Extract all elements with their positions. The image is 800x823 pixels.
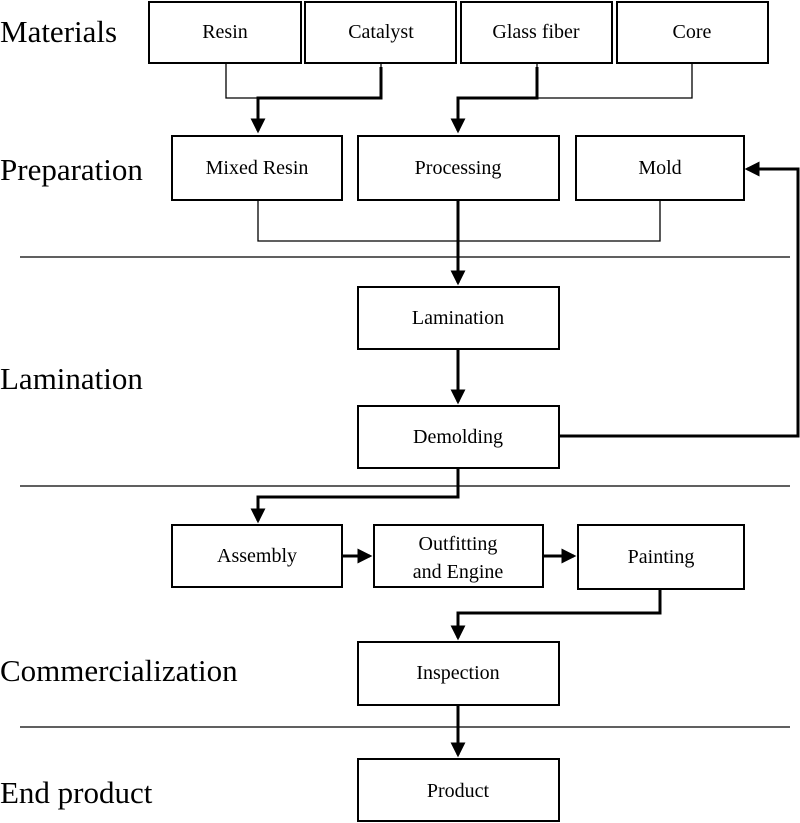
stage-label-preparation: Preparation <box>0 152 143 187</box>
connector-resin-catalyst <box>225 63 382 99</box>
box-outfitting-and-engine: Outfitting and Engine <box>373 524 544 588</box>
box-catalyst: Catalyst <box>304 1 457 64</box>
box-mixed-resin: Mixed Resin <box>171 135 343 201</box>
box-assembly: Assembly <box>171 524 343 588</box>
box-inspection-label: Inspection <box>416 662 499 684</box>
box-demolding: Demolding <box>357 405 560 469</box>
arrow-to-processing <box>450 67 539 134</box>
box-glass-fiber: Glass fiber <box>460 1 613 64</box>
arrow-to-inspection <box>450 589 662 641</box>
box-lamination: Lamination <box>357 286 560 350</box>
arrow-to-mixed-resin <box>250 67 383 134</box>
box-inspection: Inspection <box>357 641 560 706</box>
arrow-demolding-to-mold <box>559 161 800 438</box>
box-catalyst-label: Catalyst <box>348 21 414 43</box>
box-processing-label: Processing <box>415 157 502 179</box>
box-painting: Painting <box>577 524 745 590</box>
box-lamination-label: Lamination <box>412 307 504 329</box>
box-core-label: Core <box>673 21 712 43</box>
box-outfitting-label-line2: and Engine <box>413 561 504 583</box>
stage-label-materials: Materials <box>0 14 117 49</box>
stage-label-lamination: Lamination <box>0 361 143 396</box>
box-glass-fiber-label: Glass fiber <box>492 21 580 43</box>
box-mold-label: Mold <box>638 157 681 179</box>
box-painting-label: Painting <box>628 546 695 568</box>
box-outfitting-label-line1: Outfitting <box>419 533 498 555</box>
box-processing: Processing <box>357 135 560 201</box>
box-resin: Resin <box>148 1 302 64</box>
box-demolding-label: Demolding <box>413 426 503 448</box>
stage-label-end-product: End product <box>0 775 153 810</box>
stage-label-commercialization: Commercialization <box>0 653 238 688</box>
box-core: Core <box>616 1 769 64</box>
box-resin-label: Resin <box>202 21 248 43</box>
box-mold: Mold <box>575 135 745 201</box>
arrow-to-assembly <box>250 468 460 524</box>
box-product-label: Product <box>427 780 490 802</box>
box-product: Product <box>357 758 560 822</box>
box-mixed-resin-label: Mixed Resin <box>206 157 309 179</box>
box-assembly-label: Assembly <box>217 545 297 567</box>
connector-glassfiber-core <box>536 63 693 99</box>
